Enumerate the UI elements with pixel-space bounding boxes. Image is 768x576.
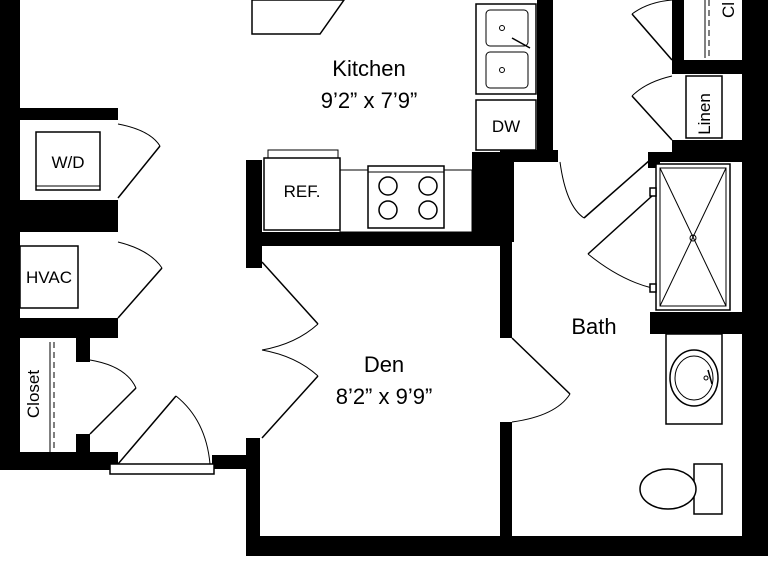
- wall-bottom-left: [0, 452, 118, 470]
- den: Den 8’2” x 9’9”: [261, 261, 571, 439]
- wall-den-left-upper: [246, 160, 262, 268]
- bath-name: Bath: [571, 314, 616, 339]
- coat-closet: Closet: [24, 342, 137, 454]
- den-name: Den: [364, 352, 404, 377]
- wall-den-left-lower: [246, 438, 260, 556]
- washer-dryer: [35, 131, 101, 191]
- linen-shelf: [685, 75, 723, 139]
- wall-hvac-bottom: [20, 318, 118, 338]
- wall-left-outer: [0, 0, 20, 470]
- dw-label: DW: [492, 117, 520, 136]
- hvac-label: HVAC: [26, 268, 72, 287]
- closet-label: Closet: [24, 370, 43, 418]
- hvac-closet: HVAC: [19, 241, 163, 319]
- wall-wd-bottom: [20, 200, 118, 232]
- shower-drain: [689, 234, 697, 242]
- toilet-bowl: [639, 468, 697, 510]
- wall-bottom-outer: [246, 536, 768, 556]
- wall-den-bath: [500, 232, 512, 338]
- wall-linen-bottom: [672, 140, 742, 156]
- entry-threshold: [109, 463, 215, 475]
- hvac-unit: [19, 245, 79, 309]
- kitchen-name: Kitchen: [332, 56, 405, 81]
- closet-top-label: Cl: [719, 2, 738, 18]
- vanity: [665, 333, 723, 425]
- wall-right-outer: [742, 0, 768, 556]
- wall-linen-top: [672, 60, 742, 74]
- kitchen-dims: 9’2” x 7’9”: [321, 88, 418, 113]
- wall-kitchen-den: [246, 232, 508, 246]
- wall-bath-top-right: [650, 152, 742, 162]
- wd-label: W/D: [51, 153, 84, 172]
- burner-1: [378, 176, 398, 196]
- walls: [0, 0, 768, 556]
- kitchen-sink: [475, 3, 537, 95]
- linen-label: Linen: [695, 93, 714, 135]
- kitchen: Kitchen 9’2” x 7’9” DW REF.: [251, 0, 537, 233]
- dishwasher: [475, 99, 537, 151]
- bath-sink: [669, 349, 719, 407]
- wall-linen-left: [672, 0, 684, 74]
- wall-wd-top: [20, 108, 118, 120]
- burner-4: [418, 200, 438, 220]
- wall-kitchen-right-upper: [537, 0, 553, 162]
- wall-shower-lower: [650, 312, 742, 334]
- wd-closet: W/D: [35, 123, 161, 199]
- kitchen-counter: [251, 0, 345, 35]
- bath: Bath: [559, 159, 731, 515]
- top-closet: Cl: [631, 0, 738, 61]
- ref-label: REF.: [284, 182, 321, 201]
- wall-bath-top: [500, 150, 514, 242]
- toilet-tank: [693, 463, 723, 515]
- refrigerator: [263, 157, 341, 231]
- wall-closet-right: [76, 338, 90, 362]
- entry-door: [109, 395, 215, 475]
- wall-bath-top-strip: [512, 150, 558, 162]
- burner-2: [418, 176, 438, 196]
- linen-closet: Linen: [631, 75, 723, 141]
- burner-3: [378, 200, 398, 220]
- range: [367, 165, 445, 229]
- den-dims: 8’2” x 9’9”: [336, 384, 433, 409]
- wall-den-bath-lower: [500, 422, 512, 542]
- wall-closet-right-lower: [76, 434, 90, 454]
